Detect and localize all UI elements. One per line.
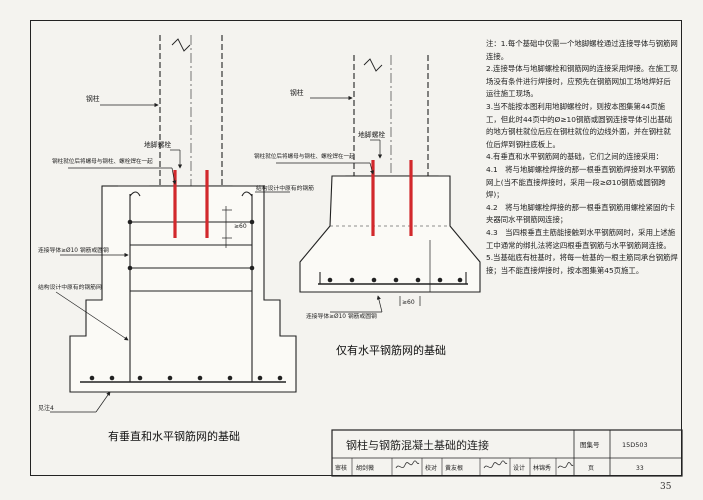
left-view-caption: 有垂直和水平钢筋网的基础 [108, 430, 240, 443]
left-leaders [50, 102, 290, 413]
right-foundation [299, 55, 481, 293]
review-label: 审核 [335, 464, 347, 472]
note-2: 2.连接导体与地脚螺栓和钢筋网的连接采用焊接。在施工现场没有条件进行焊接时，应预… [486, 64, 678, 99]
right-view-caption: 仅有水平钢筋网的基础 [336, 344, 446, 357]
left-original-mesh-label: 结构设计中原有的钢筋网 [38, 283, 102, 291]
checker-name: 黄友根 [445, 464, 463, 472]
atlas-number: 15D503 [622, 441, 648, 449]
check-label: 校对 [425, 464, 437, 472]
note-4-2: 4.2 将与地脚螺栓焊接的那一根垂直钢筋用螺栓紧固的卡夹器同水平钢筋网连接； [486, 202, 676, 225]
note-4-3: 4.3 当四根垂直主筋能接触到水平钢筋网时，采用上述施工中通常的绑扎法将这四根垂… [486, 227, 676, 250]
left-see-note-label: 见注4 [38, 404, 54, 412]
note-3: 3.当不能按本图利用地脚螺栓时，则按本图集第44页施工，但此时44页中的Ø≥10… [486, 101, 673, 149]
drawing-title: 钢柱与钢筋混凝土基础的连接 [346, 438, 489, 452]
right-rebar-dots [327, 277, 463, 283]
design-label: 设计 [513, 464, 525, 472]
left-nut-weld-label: 钢柱就位后将螺母与钢柱、螺栓焊在一起 [52, 157, 153, 165]
right-leaders [276, 95, 431, 313]
reviewer-name: 胡剑薇 [356, 464, 374, 472]
right-conductor-label: 连接导体≥Ø10 钢筋或圆钢 [306, 312, 377, 320]
page-label: 页 [588, 465, 594, 472]
right-nut-weld-label: 钢柱就位后将螺母与钢柱、螺栓焊在一起 [254, 152, 355, 160]
left-rebar-dots [89, 219, 283, 381]
note-4: 4.有垂直和水平钢筋网的基础，它们之间的连接采用： [486, 152, 664, 162]
atlas-label: 图集号 [580, 440, 600, 449]
book-page-number: 35 [660, 482, 672, 492]
left-anchor-bolt-label: 地脚螺栓 [144, 140, 171, 149]
left-foundation [69, 35, 297, 393]
notes-panel: 注：1.每个基础中仅需一个地脚螺栓通过连接导体与钢筋网连接。 2.连接导体与地脚… [486, 38, 678, 277]
right-steel-column-label: 钢柱 [290, 88, 304, 97]
left-dimension-label: ≥60 [234, 223, 247, 230]
title-block [331, 429, 683, 477]
note-5: 5.当基础底有桩基时，将每一桩基的一根主筋同承台钢筋焊接；当不能直接焊接时，按本… [486, 253, 678, 275]
left-conductor-label: 连接导体≥Ø10 钢筋或圆钢 [38, 246, 109, 254]
note-1: 注：1.每个基础中仅需一个地脚螺栓通过连接导体与钢筋网连接。 [486, 39, 678, 61]
left-original-rebar-label: 结构设计中原有的钢筋 [256, 184, 314, 192]
left-steel-column-label: 钢柱 [86, 94, 100, 103]
right-dimension-label: ≥60 [402, 299, 415, 306]
designer-name: 林锦秀 [533, 464, 551, 472]
right-anchor-bolt-label: 地脚螺栓 [358, 130, 385, 139]
signatures [395, 460, 574, 469]
sheet-page-number: 33 [636, 465, 644, 472]
note-4-1: 4.1 将与地脚螺栓焊接的那一根垂直钢筋焊接到水平钢筋网上(当不能直接焊接时，采… [486, 164, 676, 200]
